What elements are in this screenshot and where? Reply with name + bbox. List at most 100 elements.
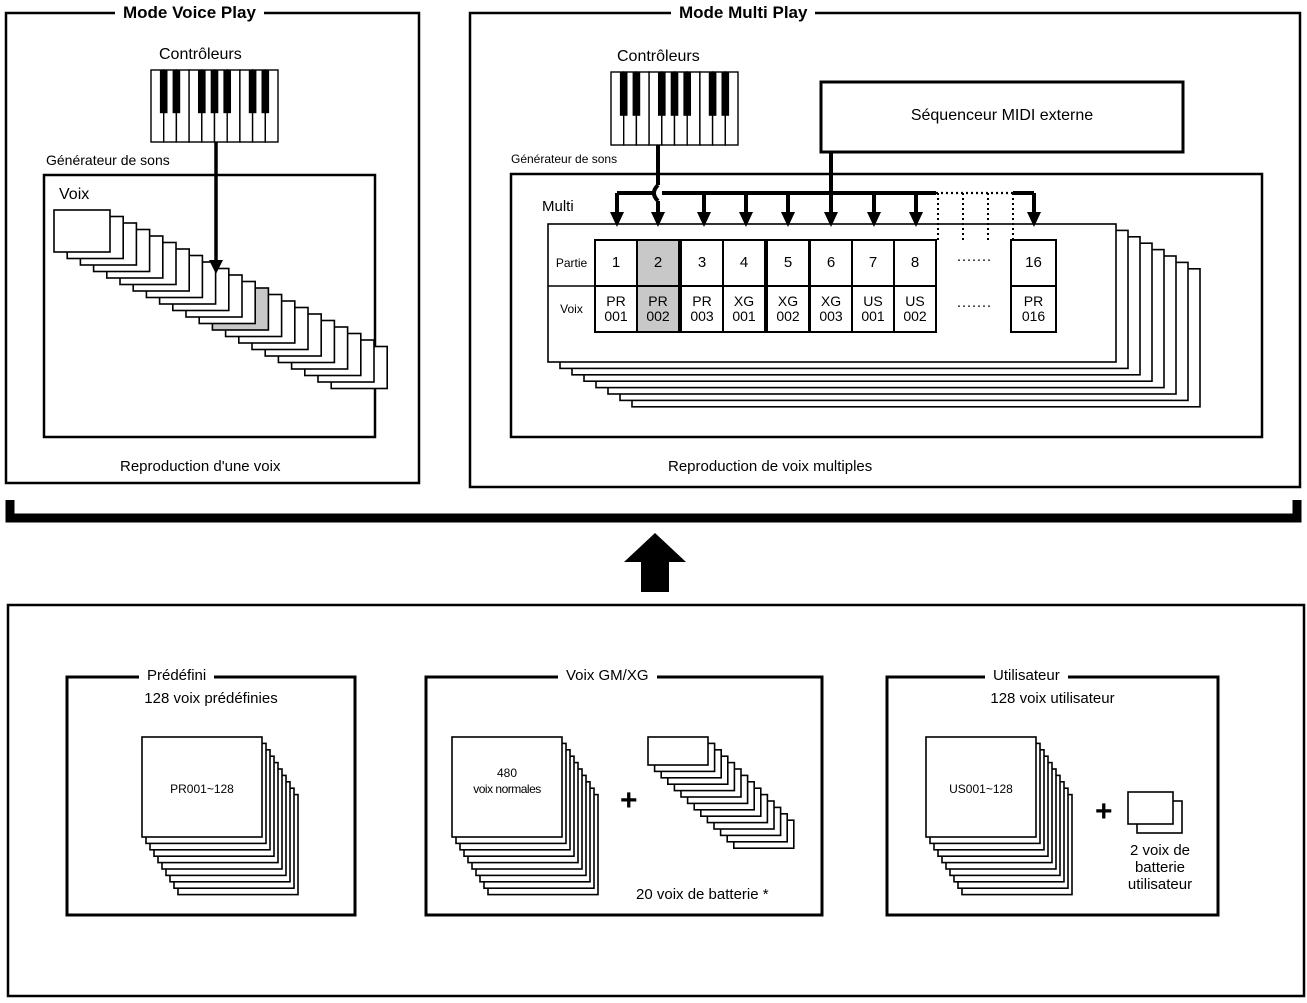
gm-drum-label: 20 voix de batterie * [636, 886, 769, 903]
multi-play-caption: Reproduction de voix multiples [668, 458, 873, 475]
part-number: 1 [611, 254, 621, 271]
voice-keyboard-icon [150, 69, 279, 143]
part-cell [766, 239, 810, 287]
multi-tone-generator-label: Générateur de sons [511, 152, 618, 166]
gmxg-title: Voix GM/XG [558, 667, 657, 684]
voice-play-title: Mode Voice Play [115, 3, 264, 23]
user-drum-line3: utilisateur [1127, 876, 1193, 893]
part-number: 2 [653, 254, 663, 271]
black-key [210, 70, 219, 114]
part-ellipsis: ······· [956, 251, 992, 268]
multi-routing [610, 145, 1041, 240]
part-arrow-icon [651, 212, 665, 227]
multi-label: Multi [542, 198, 574, 215]
controller-hop [652, 183, 660, 203]
voice-bank: PR [606, 293, 626, 309]
modes-bracket [5, 500, 1302, 523]
part-number: 5 [783, 254, 793, 271]
gm-normal-card [451, 736, 563, 838]
user-plus-icon: + [1095, 795, 1113, 828]
voice-bank: PR [1023, 293, 1044, 309]
voice-number: 001 [861, 308, 885, 324]
voice-cell [594, 285, 638, 333]
user-drum-card-stack [1127, 791, 1183, 834]
multi-controllers-label: Contrôleurs [617, 48, 700, 65]
preset-card [141, 736, 263, 838]
voice-number: 016 [1021, 308, 1046, 324]
part-arrow-icon [909, 212, 923, 227]
preset-subtitle: 128 voix prédéfinies [144, 690, 278, 707]
voice-number: 001 [604, 308, 628, 324]
gm-normal-card-stack [451, 736, 599, 896]
up-arrow-icon [624, 533, 686, 592]
part-number: 8 [910, 254, 920, 271]
part-cell [722, 239, 766, 287]
part-number: 7 [868, 254, 878, 271]
voice-label: Voix [59, 186, 90, 203]
user-drum-card [1127, 791, 1174, 825]
part-cell [636, 239, 680, 287]
black-key [683, 72, 692, 116]
voice-bank: US [863, 293, 883, 309]
voice-cell [680, 285, 724, 333]
voice-number: 003 [690, 308, 714, 324]
voice-bank: PR [692, 293, 712, 309]
user-subtitle: 128 voix utilisateur [990, 690, 1115, 707]
voice-number: 003 [819, 308, 843, 324]
preset-title: Prédéfini [139, 667, 215, 684]
preset-range-label: PR001~128 [170, 782, 234, 796]
voice-bank: XG [820, 293, 842, 309]
part-cell [594, 239, 638, 287]
black-key [619, 72, 628, 116]
voice-cell [636, 285, 680, 333]
black-key [223, 70, 232, 114]
voice-tone-generator-label: Générateur de sons [46, 152, 170, 168]
voice-cell [851, 285, 895, 333]
black-key [248, 70, 257, 114]
black-key [670, 72, 679, 116]
voice-number: 002 [776, 308, 800, 324]
voice-cell [1010, 285, 1057, 333]
voice-bank: US [905, 293, 925, 309]
voice-controllers-label: Contrôleurs [159, 46, 242, 63]
voice-number: 002 [646, 308, 670, 324]
gm-plus-icon: + [620, 784, 638, 817]
black-key [159, 70, 168, 114]
part-arrow-icon [1027, 212, 1041, 227]
voice-cell [766, 285, 810, 333]
preset-card-stack [141, 736, 299, 896]
voice-card [53, 209, 111, 253]
black-key [172, 70, 181, 114]
voice-cell [722, 285, 766, 333]
user-drum-label: 2 voix de batterie utilisateur [1110, 842, 1210, 893]
part-number: 16 [1025, 254, 1042, 271]
user-title: Utilisateur [985, 667, 1068, 684]
part-cell [680, 239, 724, 287]
user-card-stack [925, 736, 1073, 896]
part-arrow-icon [610, 212, 624, 227]
gm-drum-card [647, 736, 709, 766]
gm-drum-card-stack [647, 736, 795, 850]
user-card [925, 736, 1037, 838]
part-arrow-icon [697, 212, 711, 227]
part-number: 6 [826, 254, 836, 271]
sequencer-box [819, 80, 1185, 154]
user-range-label: US001~128 [949, 782, 1013, 796]
black-key [657, 72, 666, 116]
sequencer-label: Séquenceur MIDI externe [910, 107, 1094, 124]
voice-bank: XG [777, 293, 799, 309]
multi-play-frame [468, 11, 1302, 489]
part-row-label: Partie [555, 256, 588, 270]
voice-bank: PR [648, 293, 668, 309]
black-key [721, 72, 730, 116]
user-drum-line1: 2 voix de [1129, 842, 1191, 859]
part-cell [893, 239, 937, 287]
voice-card-stack [53, 209, 389, 390]
multi-play-title: Mode Multi Play [671, 3, 816, 23]
voice-ellipsis: ······· [956, 297, 992, 314]
multi-tone-generator-box [509, 172, 1264, 439]
part-arrow-icon [867, 212, 881, 227]
gm-normal-label: voix normales [473, 782, 541, 796]
multi-part-table [548, 239, 1057, 333]
